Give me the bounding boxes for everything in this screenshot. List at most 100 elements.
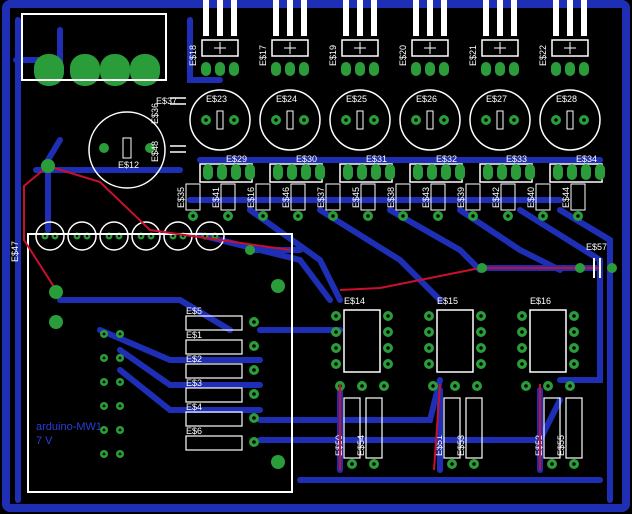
regulator-e20: E$20 bbox=[398, 0, 449, 76]
drill-hole bbox=[479, 314, 483, 318]
regulator-tab bbox=[511, 0, 517, 36]
regulator-pad bbox=[369, 62, 379, 76]
vertical-part-label: E$40 bbox=[526, 187, 536, 208]
bottom-resistor-e54: E$54 bbox=[356, 397, 383, 469]
connector-pad bbox=[497, 164, 507, 180]
regulator-pad bbox=[411, 62, 421, 76]
drill-hole bbox=[372, 462, 376, 466]
regulator-e19: E$19 bbox=[328, 0, 379, 76]
part-body bbox=[290, 183, 306, 211]
part-body bbox=[570, 183, 586, 211]
ic-label: E$16 bbox=[530, 296, 551, 306]
connector-pad bbox=[203, 164, 213, 180]
vertical-part-label: E$16 bbox=[246, 187, 256, 208]
regulator-pad bbox=[551, 62, 561, 76]
regulator-pad bbox=[481, 62, 491, 76]
capacitor-symbol bbox=[356, 110, 364, 130]
regulator-body bbox=[271, 39, 309, 57]
regulator-pad bbox=[229, 62, 239, 76]
connector-e30: E$30 bbox=[269, 154, 325, 183]
regulator-pad bbox=[565, 62, 575, 76]
cap-outline bbox=[67, 221, 97, 251]
drill-hole bbox=[512, 118, 516, 122]
bottom-resistor-e51: E$51 bbox=[434, 397, 461, 469]
drill-hole bbox=[572, 362, 576, 366]
regulator-tab bbox=[581, 0, 587, 36]
vertical-part-label: E$45 bbox=[351, 187, 361, 208]
drill-hole bbox=[117, 234, 121, 238]
drill-hole bbox=[232, 118, 236, 122]
drill-hole bbox=[372, 118, 376, 122]
drill-hole bbox=[118, 452, 122, 456]
drill-hole bbox=[541, 214, 545, 218]
module-label-name: arduino-MW1 bbox=[36, 421, 102, 433]
regulator-tab bbox=[371, 0, 377, 36]
bottom-resistor-e53: E$53 bbox=[456, 397, 483, 469]
resistor-label: E$2 bbox=[186, 354, 202, 364]
drill-hole bbox=[118, 380, 122, 384]
capacitor-symbol bbox=[216, 110, 224, 130]
regulator-pad bbox=[495, 62, 505, 76]
connector-pad bbox=[483, 164, 493, 180]
regulator-body bbox=[551, 39, 589, 57]
drill-hole bbox=[118, 428, 122, 432]
drill-hole bbox=[550, 462, 554, 466]
drill-hole bbox=[334, 314, 338, 318]
vertical-part-label: E$42 bbox=[491, 187, 501, 208]
drill-hole bbox=[53, 234, 57, 238]
drill-hole bbox=[572, 462, 576, 466]
regulator-label: E$22 bbox=[538, 45, 548, 66]
capacitor-outline bbox=[539, 89, 601, 151]
drill-hole bbox=[331, 214, 335, 218]
capacitor-e57: E$57 bbox=[575, 242, 617, 278]
resistor-e5: E$5 bbox=[100, 306, 259, 338]
vertical-part-e35: E$35 bbox=[176, 183, 201, 221]
capacitor-e26: E$26 bbox=[399, 89, 461, 151]
connector-pad bbox=[357, 164, 367, 180]
connector-e29: E$29 bbox=[199, 154, 255, 183]
connector-pad bbox=[217, 164, 227, 180]
drill-hole bbox=[427, 346, 431, 350]
resistor-body bbox=[185, 363, 243, 379]
connector-e32: E$32 bbox=[409, 154, 465, 183]
resistor-body bbox=[185, 411, 243, 427]
regulator-pad bbox=[579, 62, 589, 76]
part-body bbox=[395, 183, 411, 211]
regulator-tab bbox=[497, 0, 503, 36]
vertical-part-e45: E$45 bbox=[351, 183, 376, 221]
drill-hole bbox=[171, 234, 175, 238]
resistor-body bbox=[543, 397, 561, 459]
vertical-part-e46: E$46 bbox=[281, 183, 306, 221]
drill-hole bbox=[450, 462, 454, 466]
regulator-body bbox=[411, 39, 449, 57]
part-body bbox=[220, 183, 236, 211]
capacitor-label: E$28 bbox=[556, 94, 577, 104]
connector-pad bbox=[581, 164, 591, 180]
vertical-part-e44: E$44 bbox=[561, 183, 586, 221]
drill-hole bbox=[472, 462, 476, 466]
regulator-body bbox=[341, 39, 379, 57]
capacitor-e23: E$23 bbox=[189, 89, 251, 151]
drill-hole bbox=[427, 330, 431, 334]
ic-e15: E$15 bbox=[424, 296, 486, 391]
regulator-e21: E$21 bbox=[468, 0, 519, 76]
regulator-pad bbox=[425, 62, 435, 76]
drill-hole bbox=[102, 332, 106, 336]
capacitor-outline bbox=[189, 89, 251, 151]
drill-hole bbox=[261, 214, 265, 218]
drill-hole bbox=[203, 234, 207, 238]
capacitor-e25: E$25 bbox=[329, 89, 391, 151]
drill-hole bbox=[274, 118, 278, 122]
bottom-copper-traces bbox=[13, 17, 613, 503]
capacitor-symbol bbox=[426, 110, 434, 130]
drill-hole bbox=[334, 362, 338, 366]
capacitor-e27: E$27 bbox=[469, 89, 531, 151]
resistor-body bbox=[465, 397, 483, 459]
drill-hole bbox=[386, 314, 390, 318]
cap-outline bbox=[131, 221, 161, 251]
connector-label: E$30 bbox=[296, 154, 317, 164]
drill-hole bbox=[334, 330, 338, 334]
connector-pad bbox=[413, 164, 423, 180]
drill-hole bbox=[520, 346, 524, 350]
